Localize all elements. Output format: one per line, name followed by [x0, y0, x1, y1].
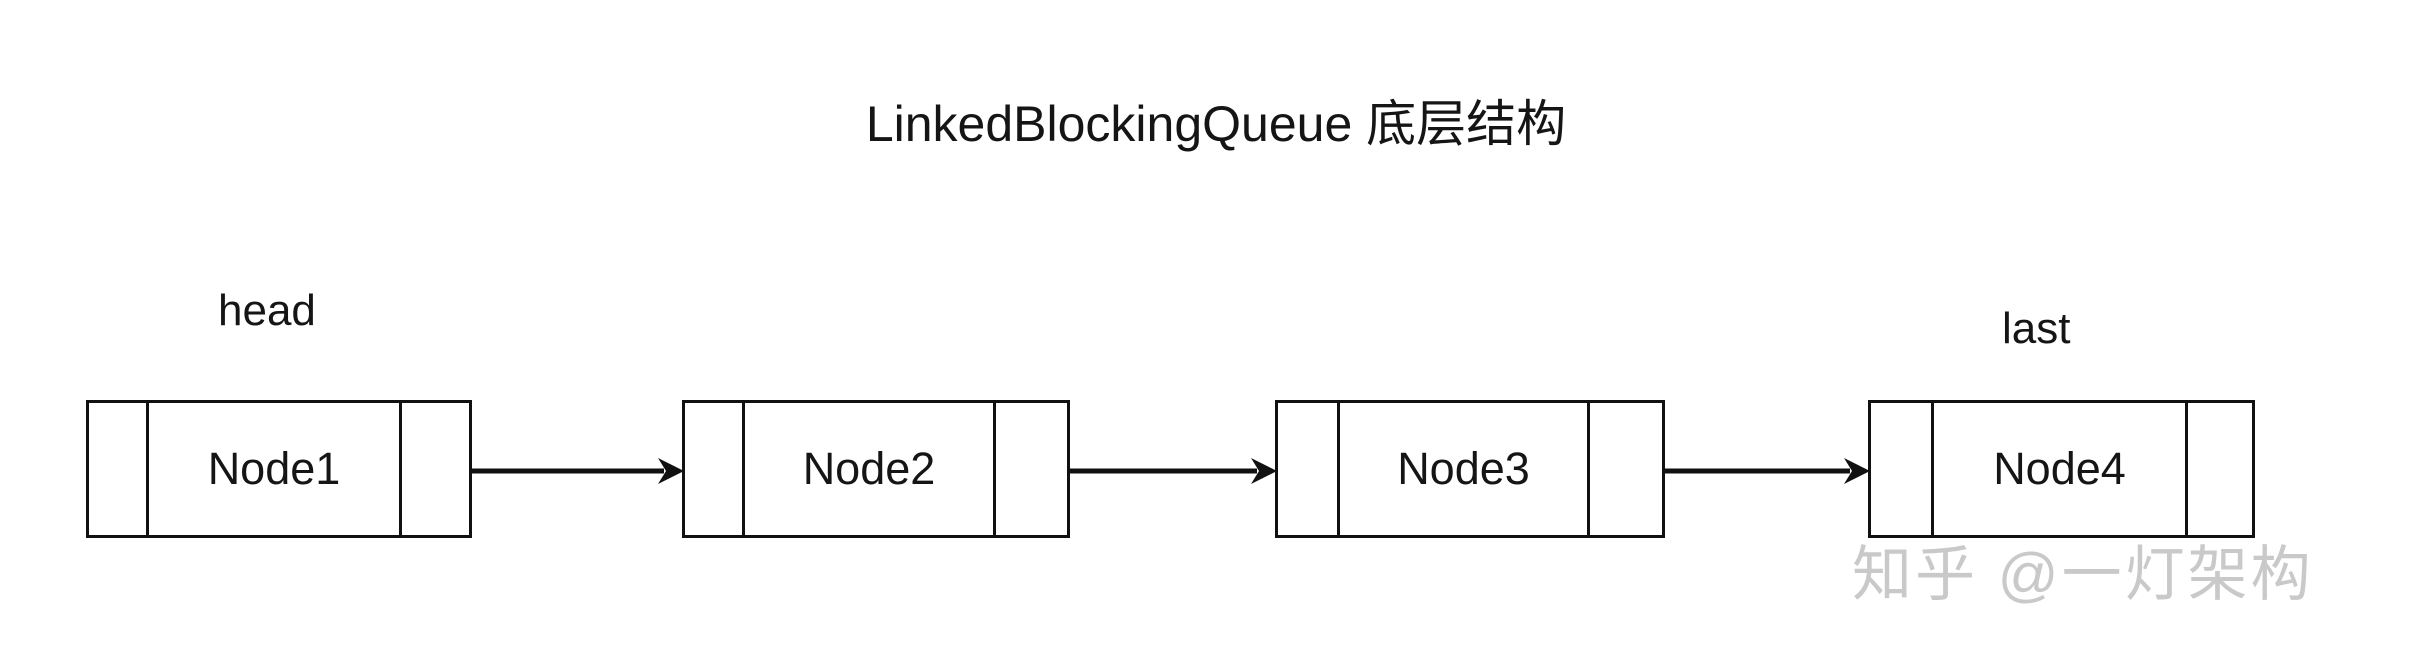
arrow-node3-to-node4 [1665, 455, 1870, 487]
list-node-node4: Node4 [1868, 400, 2255, 538]
node4-prev-cell [1871, 403, 1934, 535]
node3-label: Node3 [1397, 443, 1530, 494]
node3-prev-cell [1278, 403, 1340, 535]
watermark-text: 知乎 @一灯架构 [1852, 541, 2314, 608]
list-node-node1: Node1 [86, 400, 472, 538]
node1-next-cell [402, 403, 469, 535]
node2-label: Node2 [802, 443, 936, 494]
node2-value-cell: Node2 [745, 403, 996, 535]
node1-label: Node1 [207, 443, 341, 494]
list-node-node2: Node2 [682, 400, 1070, 538]
node4-label: Node4 [1993, 443, 2126, 494]
node3-value-cell: Node3 [1340, 403, 1590, 535]
node2-next-cell [996, 403, 1067, 535]
arrow-node1-to-node2 [472, 455, 684, 487]
head-pointer-label: head [218, 286, 316, 335]
node1-prev-cell [89, 403, 149, 535]
page-title: LinkedBlockingQueue 底层结构 [865, 96, 1567, 152]
list-node-node3: Node3 [1275, 400, 1665, 538]
node2-prev-cell [685, 403, 745, 535]
arrow-node2-to-node3 [1070, 455, 1277, 487]
node4-next-cell [2188, 403, 2252, 535]
node3-next-cell [1590, 403, 1662, 535]
node4-value-cell: Node4 [1934, 403, 2188, 535]
node1-value-cell: Node1 [149, 403, 402, 535]
last-pointer-label: last [2002, 304, 2071, 353]
